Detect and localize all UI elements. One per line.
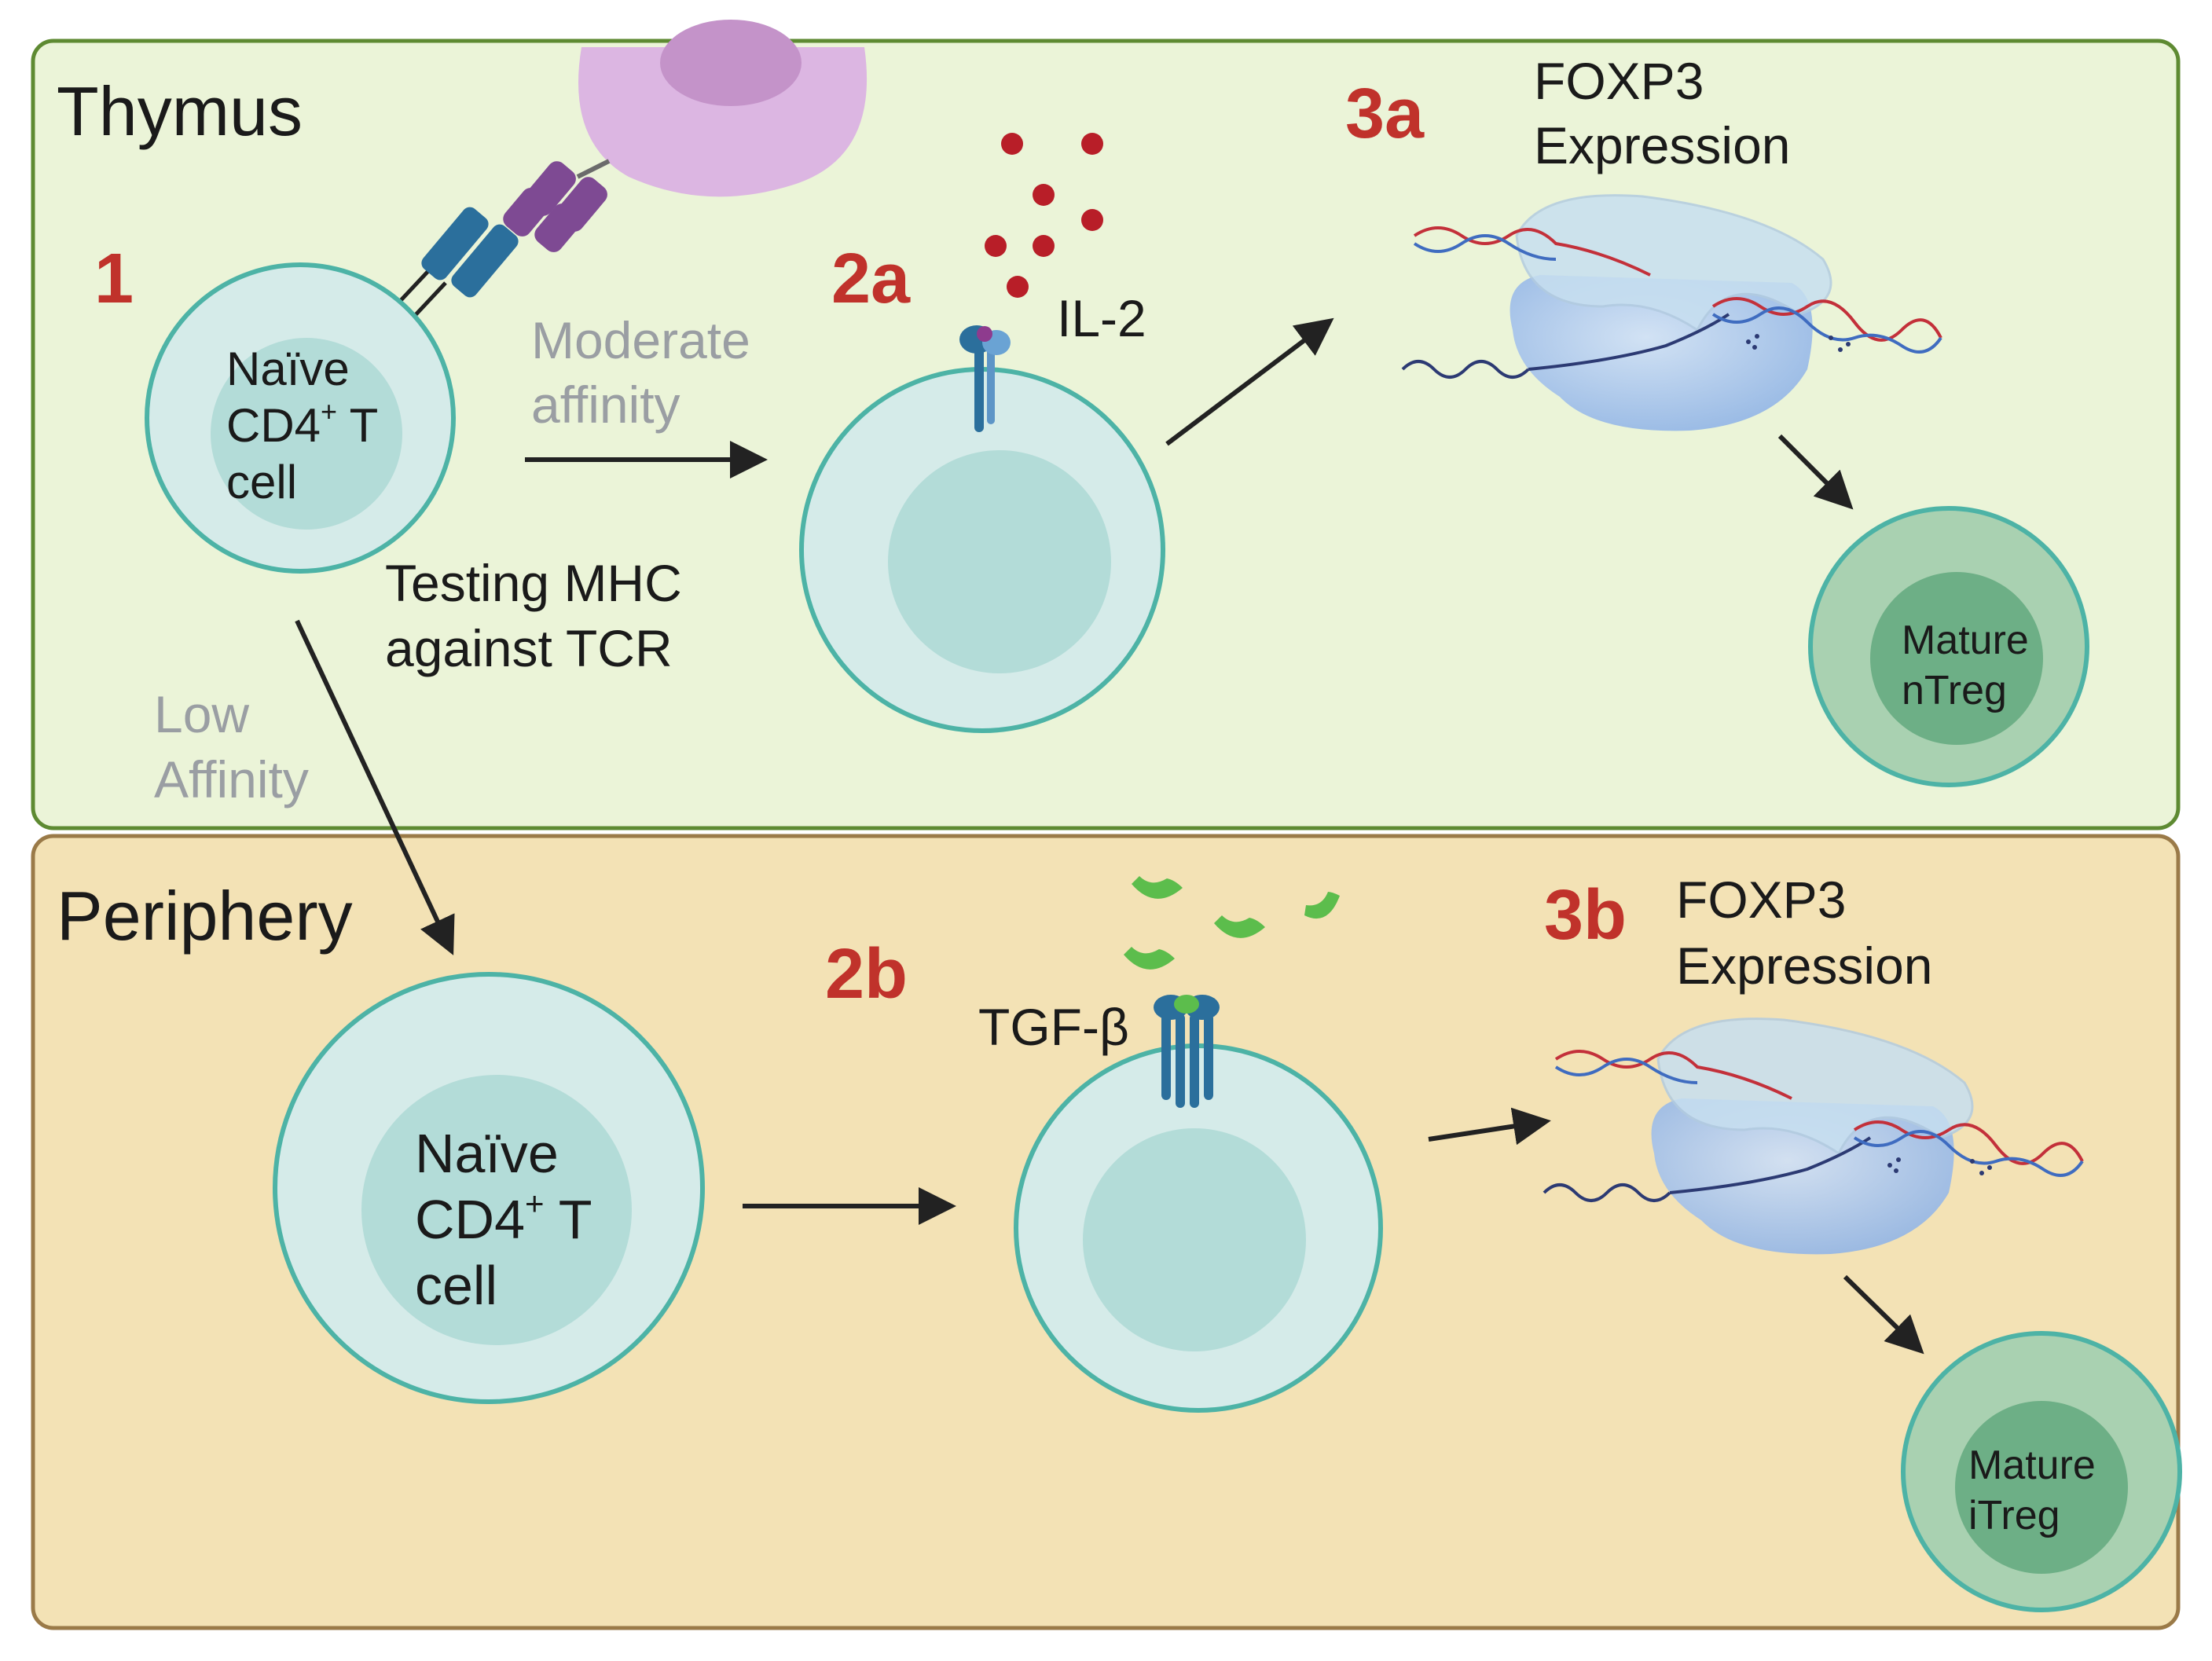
thymus-title: Thymus xyxy=(57,72,303,150)
mature-itreg-cell: Mature iTreg xyxy=(1901,1331,2182,1612)
arrow-2a-to-3a xyxy=(1165,317,1334,446)
naive-t-cell-periphery: Naïve CD4+ T cell xyxy=(273,972,705,1404)
mature-itreg-line2: iTreg xyxy=(1968,1493,2060,1538)
tgfb-receptor xyxy=(1154,995,1220,1108)
naive-t-cell-thymus: Naïve CD4+ T cell xyxy=(145,262,456,574)
mature-ntreg-cell: Mature nTreg xyxy=(1808,506,2089,787)
mhc-molecule xyxy=(503,159,611,252)
naive-periphery-line1: Naïve xyxy=(415,1123,559,1184)
testing-caption-line1: Testing MHC xyxy=(385,554,682,612)
il2-molecules xyxy=(985,133,1103,298)
moderate-affinity-line2: affinity xyxy=(531,376,680,434)
low-affinity-arrow xyxy=(295,619,455,955)
foxp3a-line2: Expression xyxy=(1534,116,1791,174)
naive-periphery-line3: cell xyxy=(415,1255,497,1316)
naive-thymus-line2: CD4+ T xyxy=(226,395,378,452)
mature-itreg-line1: Mature xyxy=(1968,1443,2096,1488)
step-3a-label: 3a xyxy=(1345,75,1425,153)
foxp3a-line1: FOXP3 xyxy=(1534,52,1704,110)
activated-t-cell-2b xyxy=(1014,1043,1383,1413)
foxp3b-line2: Expression xyxy=(1676,937,1933,995)
periphery-title: Periphery xyxy=(57,877,353,955)
step-1-label: 1 xyxy=(94,240,134,318)
arrow-2b-to-3b xyxy=(1428,1107,1551,1146)
il2-receptor xyxy=(959,325,1011,432)
testing-caption-line2: against TCR xyxy=(385,619,673,677)
low-affinity-line2: Affinity xyxy=(154,750,309,808)
tgfb-molecules xyxy=(1124,876,1340,970)
mature-ntreg-line2: nTreg xyxy=(1902,668,2007,713)
mature-ntreg-line1: Mature xyxy=(1902,618,2029,663)
il2-label: IL-2 xyxy=(1057,289,1146,347)
low-affinity-line1: Low xyxy=(154,685,249,743)
arrow-3a-to-ntreg xyxy=(1777,434,1854,510)
activated-t-cell-2a xyxy=(799,367,1165,733)
foxp3b-line1: FOXP3 xyxy=(1676,871,1846,929)
step-3b-label: 3b xyxy=(1544,876,1627,955)
rna-polymerase-3b xyxy=(1543,1018,2084,1255)
antigen-presenting-cell xyxy=(578,20,868,197)
naive-periphery-line2: CD4+ T xyxy=(415,1185,592,1250)
naive-thymus-line3: cell xyxy=(226,456,297,508)
tgfb-label: TGF-β xyxy=(978,998,1129,1056)
step-2a-label: 2a xyxy=(831,240,911,318)
rna-polymerase-3a xyxy=(1401,194,1942,431)
arrow-3b-to-itreg xyxy=(1843,1274,1924,1355)
step-2b-label: 2b xyxy=(825,935,908,1014)
moderate-affinity-line1: Moderate xyxy=(531,311,750,369)
naive-thymus-line1: Naïve xyxy=(226,343,350,395)
